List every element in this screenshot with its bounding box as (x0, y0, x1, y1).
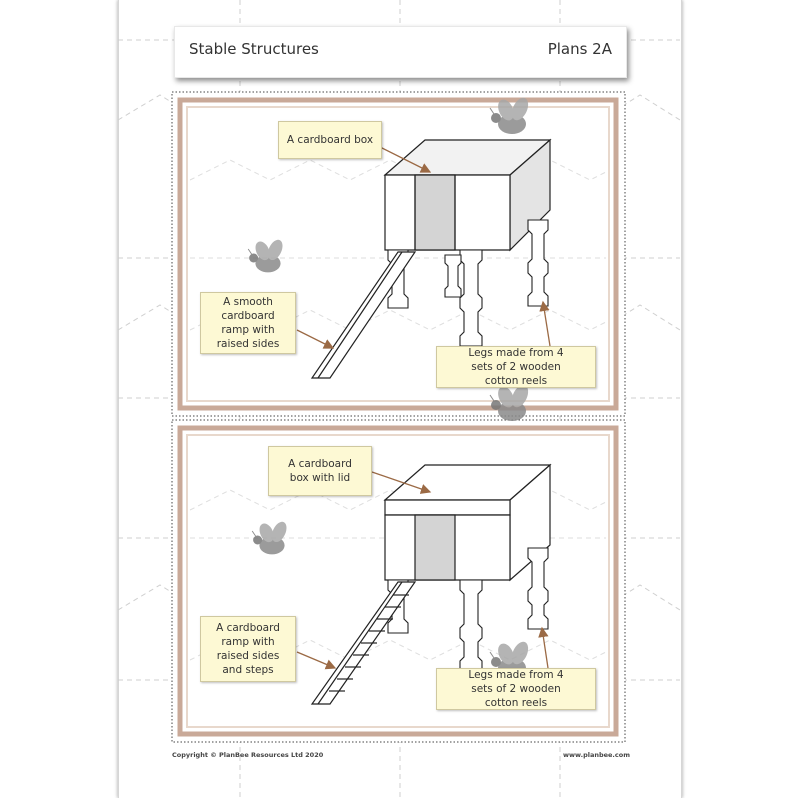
worksheet-header: Stable Structures Plans 2A (174, 26, 627, 78)
label-legs-bottom: Legs made from 4 sets of 2 wooden cotton… (436, 668, 596, 710)
label-box-top: A cardboard box (278, 121, 382, 159)
page-title: Stable Structures (189, 40, 319, 58)
smooth-ramp (310, 251, 417, 379)
plan-code: Plans 2A (547, 40, 612, 58)
cotton-reel-legs-top (387, 219, 549, 347)
label-legs-top: Legs made from 4 sets of 2 wooden cotton… (436, 346, 596, 388)
label-ramp-top: A smooth cardboard ramp with raised side… (200, 292, 296, 354)
cardboard-box-with-lid (383, 463, 552, 582)
open-cardboard-box (383, 138, 552, 252)
copyright-notice: Copyright © PlanBee Resources Ltd 2020 (172, 751, 324, 759)
label-ramp-bottom: A cardboard ramp with raised sides and s… (200, 616, 296, 682)
stepped-ramp (310, 581, 417, 705)
label-box-bottom: A cardboard box with lid (268, 446, 372, 496)
website-link[interactable]: www.planbee.com (563, 751, 630, 759)
